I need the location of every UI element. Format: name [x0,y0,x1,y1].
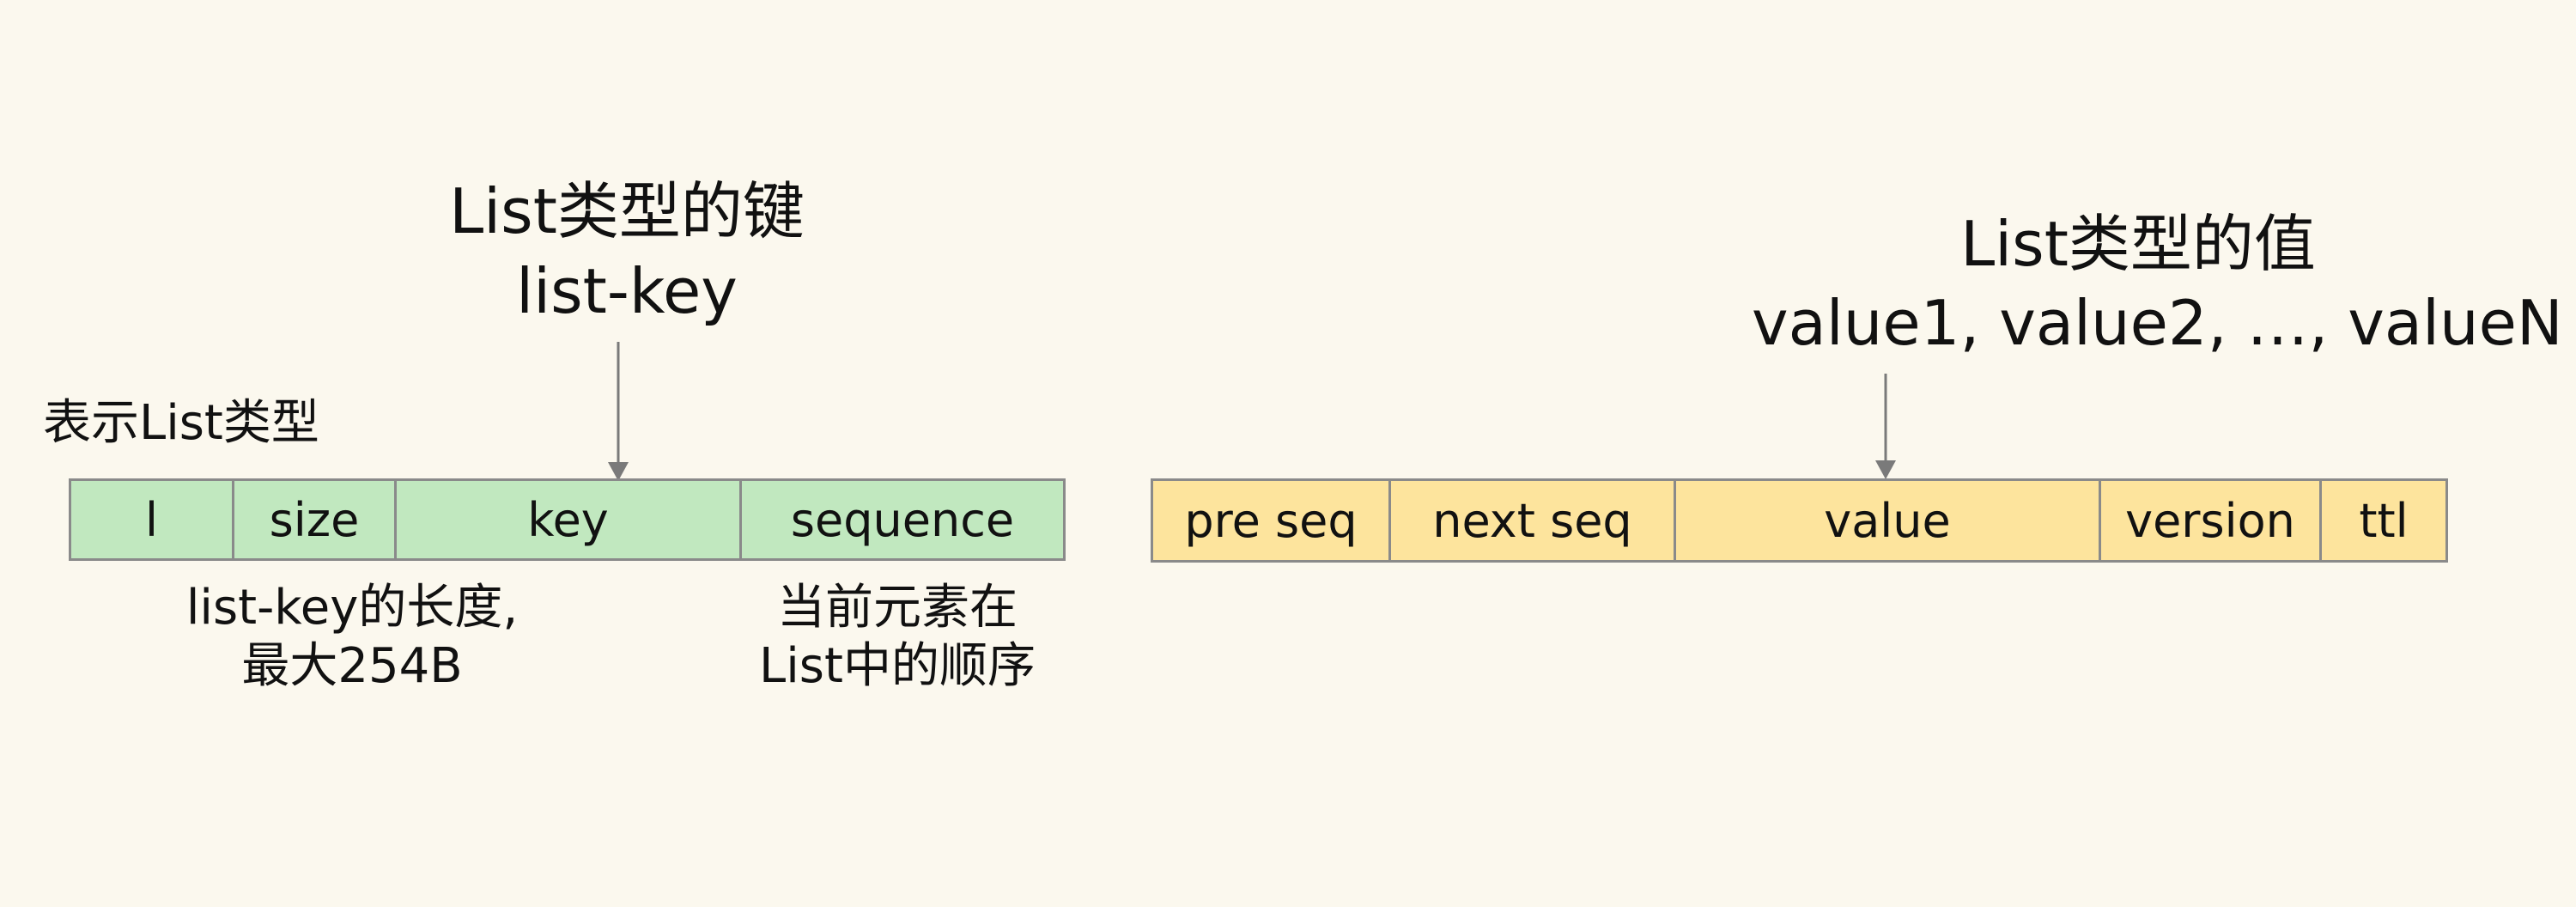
key-row: l size key sequence [69,478,1066,561]
value-field-pre-seq: pre seq [1151,478,1391,563]
key-field-type: l [69,478,234,561]
value-row: pre seq next seq value version ttl [1151,478,2448,563]
value-field-ttl: ttl [2319,478,2448,563]
sequence-note-line1: 当前元素在 [777,580,1018,636]
size-note-line1: list-key的长度, [185,580,519,636]
value-arrow [1875,374,1896,479]
value-field-next-seq: next seq [1388,478,1676,563]
value-title-line2: value1, value2, …, valueN [1752,287,2563,359]
key-field-sequence: sequence [739,478,1066,561]
type-label: 表示List类型 [43,395,319,451]
key-arrow [608,342,629,481]
size-note-line2: 最大254B [241,638,463,694]
key-field-key: key [394,478,742,561]
value-field-version: version [2099,478,2322,563]
key-field-size: size [232,478,397,561]
value-title-line1: List类型的值 [1960,208,2316,280]
sequence-note-line2: List中的顺序 [759,638,1036,694]
value-field-value: value [1674,478,2101,563]
key-title-line1: List类型的键 [449,175,805,247]
key-title-line2: list-key [516,255,738,327]
